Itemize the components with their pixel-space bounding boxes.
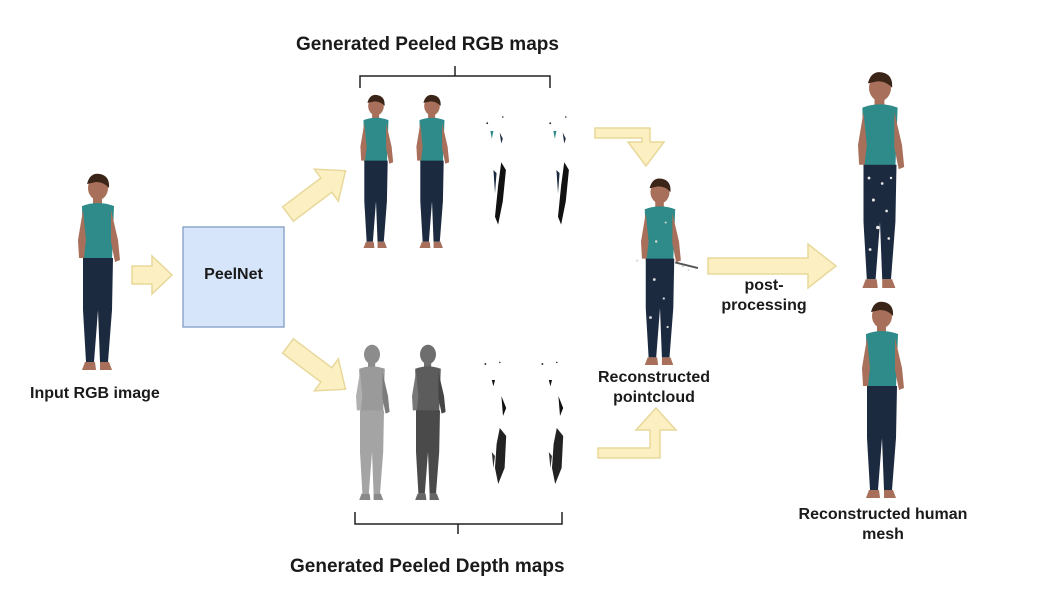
rgb-maps-title: Generated Peeled RGB maps [296, 34, 559, 55]
arrow-input-to-peelnet [131, 254, 174, 296]
post-processing-label: post- processing [712, 276, 816, 316]
depth-map-layer-2 [412, 344, 446, 500]
rgb-map-layer-1 [360, 94, 394, 248]
pointcloud-label: Reconstructed pointcloud [570, 368, 738, 408]
rgb-map-layer-2 [416, 94, 450, 248]
depth-map-layer-1 [356, 344, 390, 500]
arrow-post-processing [707, 242, 838, 290]
peelnet-box [182, 226, 285, 328]
mesh-label-line1: Reconstructed human [798, 506, 968, 523]
depth-maps-title: Generated Peeled Depth maps [290, 556, 565, 577]
post-processing-line1: post- [744, 277, 784, 294]
arrow-peelnet-to-rgb-maps [281, 168, 347, 223]
pointcloud-label-line1: Reconstructed [597, 369, 711, 386]
reconstructed-mesh-clean [862, 301, 904, 498]
rgb-map-layer-3 [486, 116, 506, 225]
post-processing-line2: processing [721, 297, 807, 314]
depth-map-layer-4 [541, 361, 564, 484]
input-person-image [78, 173, 120, 370]
depth-map-layer-3 [484, 361, 507, 484]
arrow-peelnet-to-depth-maps [281, 337, 347, 392]
input-label: Input RGB image [30, 385, 160, 402]
rgb-maps-bracket [359, 66, 551, 88]
pointcloud-label-line2: pointcloud [613, 389, 695, 406]
arrow-depth-to-pointcloud [597, 406, 678, 459]
pointcloud-person [636, 178, 699, 365]
depth-maps-bracket [354, 512, 563, 534]
rgb-map-layer-4 [549, 116, 569, 225]
mesh-label-line2: mesh [862, 526, 904, 543]
reconstructed-mesh-noisy [858, 72, 905, 289]
arrow-rgb-to-pointcloud [594, 127, 666, 168]
peelnet-label: PeelNet [204, 266, 263, 283]
mesh-label: Reconstructed human mesh [770, 505, 996, 545]
